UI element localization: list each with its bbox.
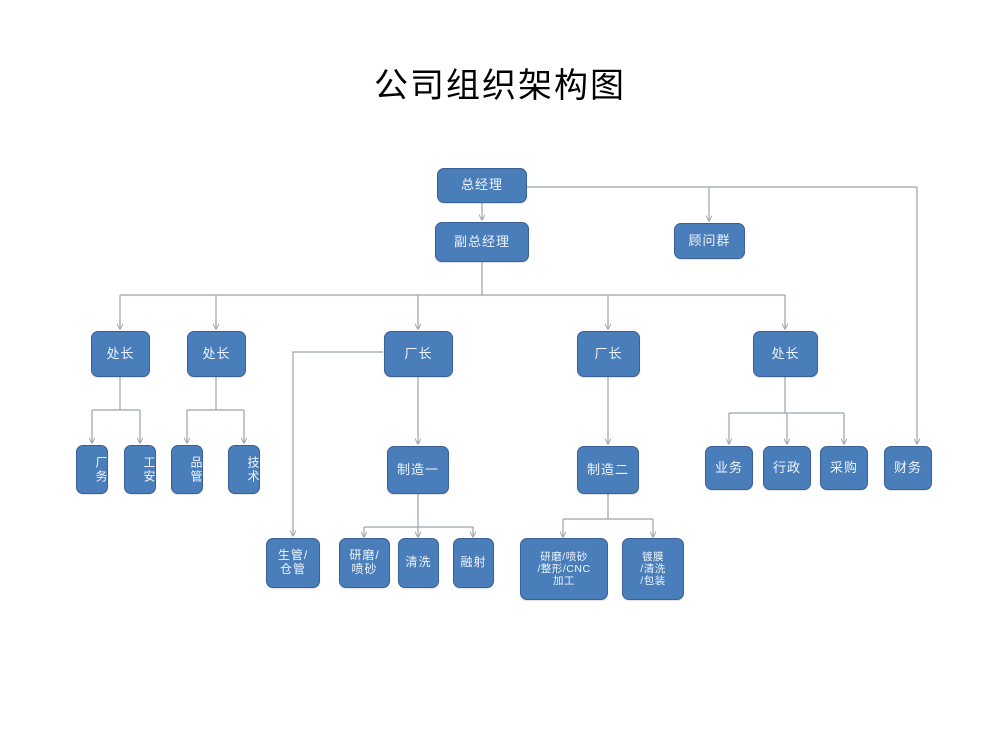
node-technology[interactable]: 技术 — [228, 445, 260, 494]
node-plant-affairs[interactable]: 厂务 — [76, 445, 108, 494]
node-purchasing-label: 采购 — [829, 459, 858, 475]
node-sales-label: 业务 — [714, 459, 743, 475]
node-manufacturing-two-label: 制造二 — [586, 461, 629, 477]
node-plant-affairs-label: 厂务 — [94, 455, 108, 484]
node-deputy-general-manager-label: 副总经理 — [453, 233, 510, 249]
node-grinding-sandblast[interactable]: 研磨/喷砂 — [339, 538, 390, 588]
node-division-chief-3[interactable]: 处长 — [753, 331, 818, 377]
node-advisory-group-label: 顾问群 — [688, 232, 731, 248]
node-administration[interactable]: 行政 — [763, 446, 811, 490]
node-division-chief-3-label: 处长 — [771, 345, 800, 361]
node-plant-manager-2[interactable]: 厂长 — [577, 331, 640, 377]
node-general-manager[interactable]: 总经理 — [437, 168, 527, 203]
node-coating-pack[interactable]: 镀膜/清洗/包装 — [622, 538, 684, 600]
node-division-chief-1-label: 处长 — [106, 345, 135, 361]
node-cleaning-label: 清洗 — [405, 555, 432, 570]
node-division-chief-2-label: 处长 — [202, 345, 231, 361]
node-industrial-safety-label: 工安 — [142, 455, 156, 484]
node-quality-control[interactable]: 品管 — [171, 445, 203, 494]
node-finance-label: 财务 — [893, 459, 922, 475]
node-advisory-group[interactable]: 顾问群 — [674, 223, 745, 259]
node-plant-manager-1[interactable]: 厂长 — [384, 331, 453, 377]
node-division-chief-1[interactable]: 处长 — [91, 331, 150, 377]
node-finance[interactable]: 财务 — [884, 446, 932, 490]
page-title: 公司组织架构图 — [374, 68, 626, 105]
node-purchasing[interactable]: 采购 — [820, 446, 868, 490]
node-plant-manager-2-label: 厂长 — [594, 345, 623, 361]
node-deputy-general-manager[interactable]: 副总经理 — [435, 222, 529, 262]
node-plant-manager-1-label: 厂长 — [404, 345, 433, 361]
node-general-manager-label: 总经理 — [460, 177, 503, 193]
node-manufacturing-two[interactable]: 制造二 — [577, 446, 639, 494]
node-industrial-safety[interactable]: 工安 — [124, 445, 156, 494]
node-coating-pack-label: 镀膜/清洗/包装 — [640, 550, 666, 588]
node-division-chief-2[interactable]: 处长 — [187, 331, 246, 377]
node-administration-label: 行政 — [772, 459, 801, 475]
node-production-warehouse-label: 生管/仓管 — [277, 548, 309, 576]
node-manufacturing-one[interactable]: 制造一 — [387, 446, 449, 494]
node-technology-label: 技术 — [246, 455, 260, 484]
node-spraying-label: 融射 — [460, 555, 487, 570]
node-sales[interactable]: 业务 — [705, 446, 753, 490]
node-spraying[interactable]: 融射 — [453, 538, 494, 588]
node-production-warehouse[interactable]: 生管/仓管 — [266, 538, 320, 588]
node-quality-control-label: 品管 — [189, 455, 203, 484]
node-grinding-sandblast-label: 研磨/喷砂 — [349, 548, 380, 576]
node-cleaning[interactable]: 清洗 — [398, 538, 439, 588]
node-manufacturing-one-label: 制造一 — [396, 461, 439, 477]
